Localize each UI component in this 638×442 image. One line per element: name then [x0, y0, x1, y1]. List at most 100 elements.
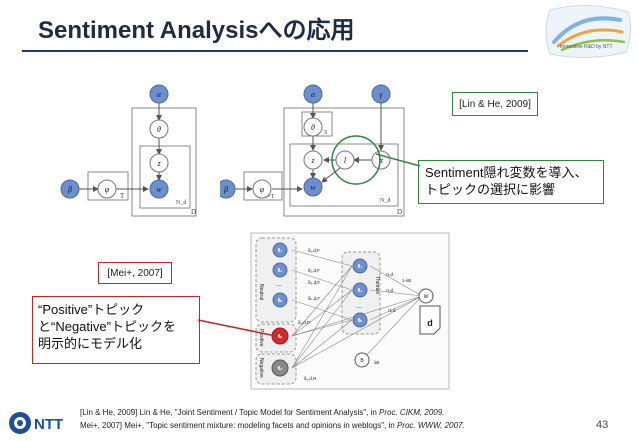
- edge-lambda-B: λB: [374, 360, 379, 365]
- node-z-right: [303, 150, 323, 170]
- edge-pi-1d: π₁d: [386, 272, 394, 277]
- pn-callout-line1: “Positive”トピック: [38, 302, 145, 317]
- label-theme-1: θ₁: [358, 264, 363, 270]
- label-w-tsm: w: [424, 294, 429, 300]
- edge-pi-kd: πₖd: [388, 308, 396, 313]
- edge-delta-1F: δ₁,d,F: [308, 248, 320, 253]
- label-alpha-right: α: [311, 90, 316, 99]
- callout-connector-red: [198, 319, 277, 337]
- node-l-right: [335, 150, 355, 170]
- tsm-diagram: Neutral Positive Negative Themes ... ...…: [250, 232, 450, 390]
- label-gamma-right: γ: [379, 90, 383, 99]
- page-number: 43: [596, 419, 609, 431]
- edge-delta-3F: δ₃,d,F: [308, 280, 320, 285]
- plate-T-left: T: [120, 192, 125, 200]
- label-phi-right: φ: [260, 185, 265, 194]
- label-alpha-left: α: [157, 90, 162, 99]
- node-theta-left: [149, 119, 169, 139]
- sentiment-highlight-circle: [331, 135, 381, 185]
- label-background: B: [360, 358, 364, 364]
- citation-lin-he: [Lin & He, 2009]: [452, 92, 538, 116]
- plate-Nd-left: N_d: [176, 200, 186, 206]
- node-gamma-right: [371, 84, 391, 104]
- label-theme-2: θ₂: [358, 288, 363, 294]
- plate-D-left: D: [191, 208, 196, 216]
- title-rule: [22, 50, 528, 52]
- plate-Nd-right: N_d: [380, 198, 390, 204]
- sentiment-callout-line2: トピックの選択に影響: [425, 182, 556, 197]
- label-theta-left: θ: [157, 125, 161, 134]
- label-beta-right: β: [223, 185, 228, 194]
- reference-1-text: [Lin & He, 2009] Lin & He, "Joint Sentim…: [80, 408, 380, 417]
- label-phi-left: φ: [105, 185, 110, 194]
- node-pi-right: [371, 150, 391, 170]
- node-w-left: [149, 179, 169, 199]
- jst-plate-diagram: D N_d S S×T α θ z l w β φ γ π: [220, 84, 405, 217]
- sentiment-callout-line1: Sentiment隠れ変数を導入、: [425, 165, 588, 180]
- node-theme-2: [352, 282, 368, 298]
- ntt-rd-logo: [545, 4, 632, 59]
- group-label-positive: Positive: [258, 329, 264, 347]
- node-theta-right: [303, 117, 323, 137]
- node-phi-right: [252, 179, 272, 199]
- positive-negative-callout: “Positive”トピック と“Negative”トピックを 明示的にモデル化: [32, 296, 200, 364]
- node-beta-right: [220, 179, 236, 199]
- group-label-neutral: Neutral: [258, 284, 264, 300]
- ntt-logo-text: NTT: [34, 416, 63, 433]
- sentiment-callout: Sentiment隠れ変数を導入、 トピックの選択に影響: [418, 160, 604, 204]
- reference-2-text: Mei+, 2007] Mei+, "Topic sentiment mixtu…: [80, 421, 397, 430]
- reference-1-venue: Proc. CIKM, 2009.: [379, 408, 445, 417]
- plate-SxT-right: S×T: [264, 194, 275, 200]
- edge-delta-1P: δ₁,d,P: [298, 320, 310, 325]
- node-theme-k: [352, 312, 368, 328]
- reference-line-1: [Lin & He, 2009] Lin & He, "Joint Sentim…: [80, 406, 465, 419]
- label-pi-right: π: [379, 156, 384, 165]
- lda-plate-diagram: D N_d T α θ z w β φ: [60, 84, 197, 217]
- edge-pi-2d: π₂d: [386, 288, 394, 293]
- label-w-left: w: [156, 185, 162, 194]
- label-z-left: z: [156, 159, 161, 168]
- node-z-left: [149, 153, 169, 173]
- callout-connector: [376, 153, 421, 167]
- pn-callout-line2: と“Negative”トピックを: [38, 319, 176, 334]
- reference-line-2: Mei+, 2007] Mei+, "Topic sentiment mixtu…: [80, 419, 465, 432]
- label-positive: θₚ: [278, 334, 283, 340]
- edge-one-minus-lambda: 1-λB: [402, 278, 411, 283]
- label-theme-k: θₖ: [358, 318, 364, 324]
- node-neutral-2: [272, 262, 288, 278]
- label-document: d: [427, 318, 433, 328]
- edge-delta-2F: δ₂,d,F: [308, 268, 320, 273]
- label-theta-right: θ: [311, 123, 315, 132]
- label-l-right: l: [344, 156, 347, 165]
- logo-caption: Innovative R&D by NTT: [560, 44, 613, 50]
- edge-delta-1N: δ₁,d,N: [304, 376, 316, 381]
- node-beta-left: [60, 179, 80, 199]
- label-negative: θₙ: [278, 366, 283, 372]
- node-w-tsm: [418, 288, 434, 304]
- node-phi-left: [97, 179, 117, 199]
- document-icon: [419, 305, 441, 335]
- node-alpha-left: [149, 84, 169, 104]
- citation-mei: [Mei+, 2007]: [98, 262, 172, 284]
- plate-D-right: D: [397, 208, 402, 216]
- plate-S-right: S: [324, 130, 327, 136]
- node-negative: [271, 359, 289, 377]
- node-background: [354, 352, 370, 368]
- label-neutral-1: θ₁: [278, 248, 283, 254]
- node-alpha-right: [303, 84, 323, 104]
- reference-2-venue: Proc. WWW, 2007.: [396, 421, 465, 430]
- label-z-right: z: [310, 156, 315, 165]
- node-neutral-1: [272, 242, 288, 258]
- label-beta-left: β: [67, 185, 72, 194]
- node-w-right: [303, 177, 323, 197]
- dots-themes: ...: [356, 303, 362, 310]
- node-positive: [271, 327, 289, 345]
- slide-title: Sentiment Analysisへの応用: [38, 17, 355, 44]
- pn-callout-line3: 明示的にモデル化: [38, 336, 143, 351]
- label-neutral-k: θₖ: [278, 298, 284, 304]
- group-label-negative: Negative: [258, 358, 264, 378]
- edge-delta-kF: δₖ,d,F: [308, 296, 320, 301]
- node-theme-1: [352, 258, 368, 274]
- node-neutral-k: [272, 292, 288, 308]
